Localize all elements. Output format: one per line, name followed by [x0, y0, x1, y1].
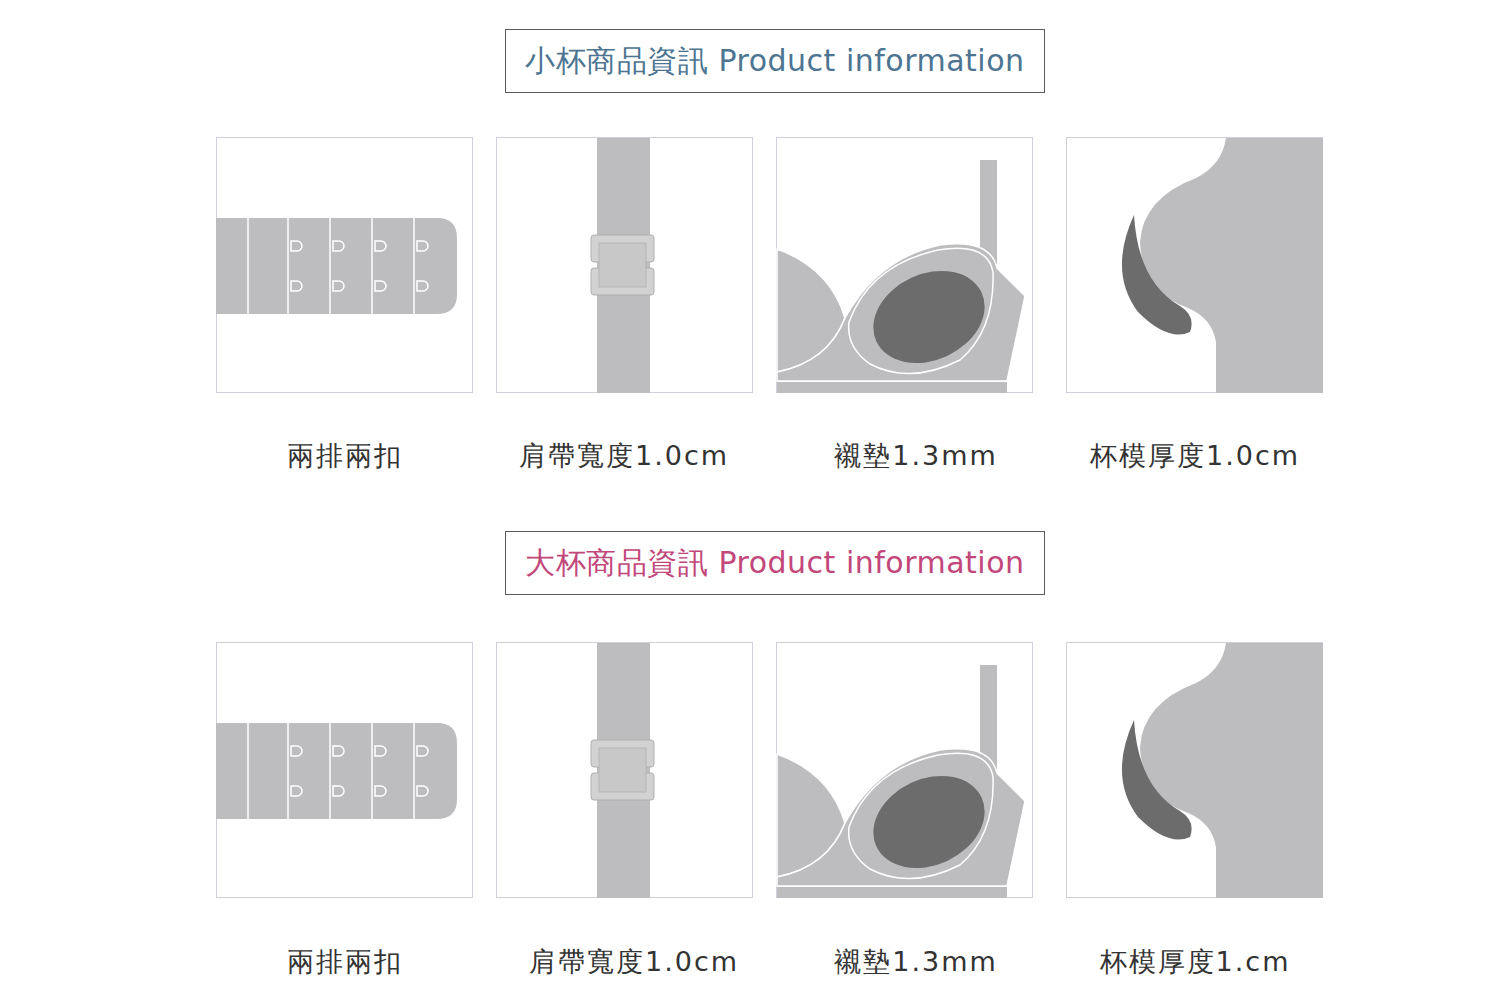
section-heading: 大杯商品資訊 Product information — [525, 543, 1024, 584]
spec-caption: 肩帶寬度1.0cm — [529, 944, 739, 980]
spec-caption: 襯墊1.3mm — [834, 944, 998, 980]
section-header-box: 小杯商品資訊 Product information — [505, 29, 1045, 93]
spec-caption: 杯模厚度1.0cm — [1090, 438, 1300, 474]
spec-caption: 兩排兩扣 — [287, 944, 403, 980]
spec-caption: 肩帶寬度1.0cm — [519, 438, 729, 474]
section-heading: 小杯商品資訊 Product information — [525, 41, 1024, 82]
spec-caption: 兩排兩扣 — [287, 438, 403, 474]
spec-caption: 襯墊1.3mm — [834, 438, 998, 474]
section-header-box: 大杯商品資訊 Product information — [505, 531, 1045, 595]
spec-caption: 杯模厚度1.cm — [1100, 944, 1291, 980]
